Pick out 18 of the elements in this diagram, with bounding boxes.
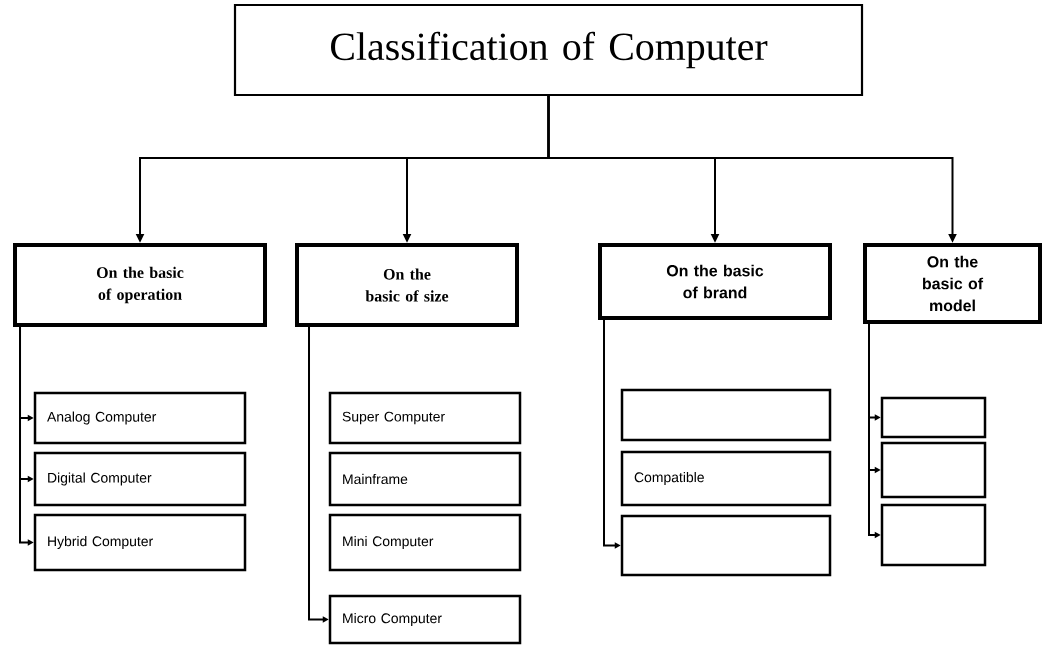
empty-box: [880, 441, 987, 499]
item-box: Hybrid Computer: [33, 513, 247, 572]
title-box: Classification of Computer: [233, 3, 864, 97]
item-box: Analog Computer: [33, 391, 247, 445]
empty-box: [880, 396, 987, 439]
item-box: Mini Computer: [328, 513, 522, 572]
item-box: Mainframe: [328, 451, 522, 507]
empty-box: [620, 514, 832, 577]
category-box: On the basic of size: [295, 243, 519, 327]
item-box: Digital Computer: [33, 451, 247, 507]
empty-box: [880, 503, 987, 567]
empty-box: [620, 388, 832, 442]
item-box: Micro Computer: [328, 594, 522, 645]
item-box: Super Computer: [328, 391, 522, 445]
item-box: Compatible: [620, 450, 832, 507]
category-box: On the basic of operation: [13, 243, 267, 327]
category-box: On the basic of brand: [598, 243, 832, 320]
category-box: On the basic of model: [863, 243, 1042, 324]
